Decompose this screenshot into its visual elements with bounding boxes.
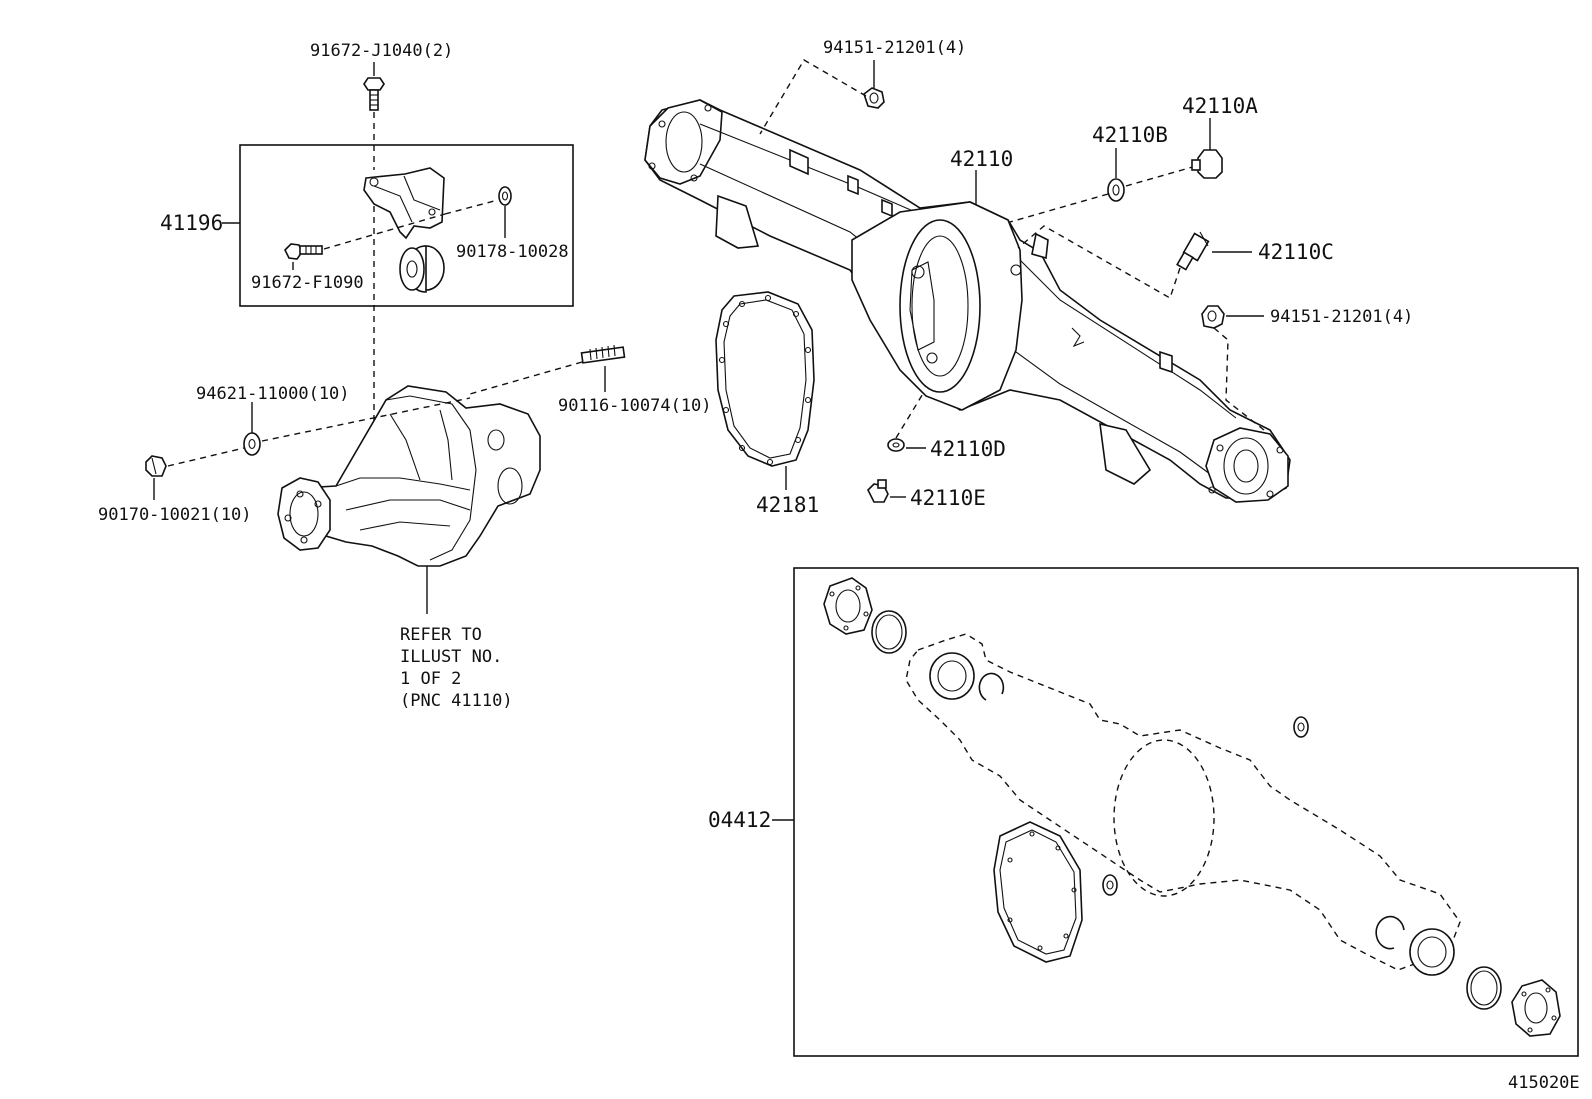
label-refer-line2: ILLUST NO. [400, 647, 502, 667]
label-bracket-assy: 41196 [160, 211, 223, 235]
plug-icon [867, 479, 889, 503]
stud-icon [580, 344, 626, 364]
axle-housing-icon [644, 99, 1291, 503]
plug-icon [1191, 149, 1223, 179]
bolt-icon [363, 77, 385, 111]
label-washer-bracket: 90178-10028 [456, 242, 569, 262]
gasket-icon [887, 438, 905, 452]
label-refer-line4: (PNC 41110) [400, 691, 513, 711]
label-plug-b: 42110B [1092, 123, 1168, 147]
label-breather-c: 42110C [1258, 240, 1334, 264]
bracket-assembly-frame [239, 144, 574, 307]
label-bolt-bracket: 91672-F1090 [251, 273, 364, 293]
label-plug-a: 42110A [1182, 94, 1258, 118]
washer-icon [498, 186, 512, 206]
label-bolt-top: 91672-J1040(2) [310, 41, 453, 61]
washer-icon [243, 432, 261, 456]
label-nut-stud: 90170-10021(10) [98, 505, 252, 525]
carrier-gasket-icon [715, 291, 815, 467]
differential-carrier-icon [277, 385, 541, 567]
label-washer-stud: 94621-11000(10) [196, 384, 350, 404]
label-gasket-carrier: 42181 [756, 493, 819, 517]
plug-icon [1107, 178, 1125, 202]
label-gasket-d: 42110D [930, 437, 1006, 461]
label-housing: 42110 [950, 147, 1013, 171]
gasket-kit-icon [823, 577, 1561, 1037]
nut-icon [1201, 305, 1225, 329]
bushing-icon [399, 245, 445, 293]
breather-icon [1176, 231, 1210, 271]
label-nut-right: 94151-21201(4) [1270, 307, 1413, 327]
label-nut-top: 94151-21201(4) [823, 38, 966, 58]
nut-icon [145, 455, 167, 477]
label-illust-code: 415020E [1508, 1073, 1580, 1093]
nut-icon [863, 87, 885, 109]
label-stud: 90116-10074(10) [558, 396, 712, 416]
gasket-kit-frame [793, 567, 1579, 1057]
bolt-icon [284, 243, 323, 260]
bracket-icon [363, 167, 445, 240]
label-refer-line1: REFER TO [400, 625, 482, 645]
label-plug-e: 42110E [910, 486, 986, 510]
label-refer-line3: 1 OF 2 [400, 669, 461, 689]
label-gasket-kit: 04412 [708, 808, 771, 832]
